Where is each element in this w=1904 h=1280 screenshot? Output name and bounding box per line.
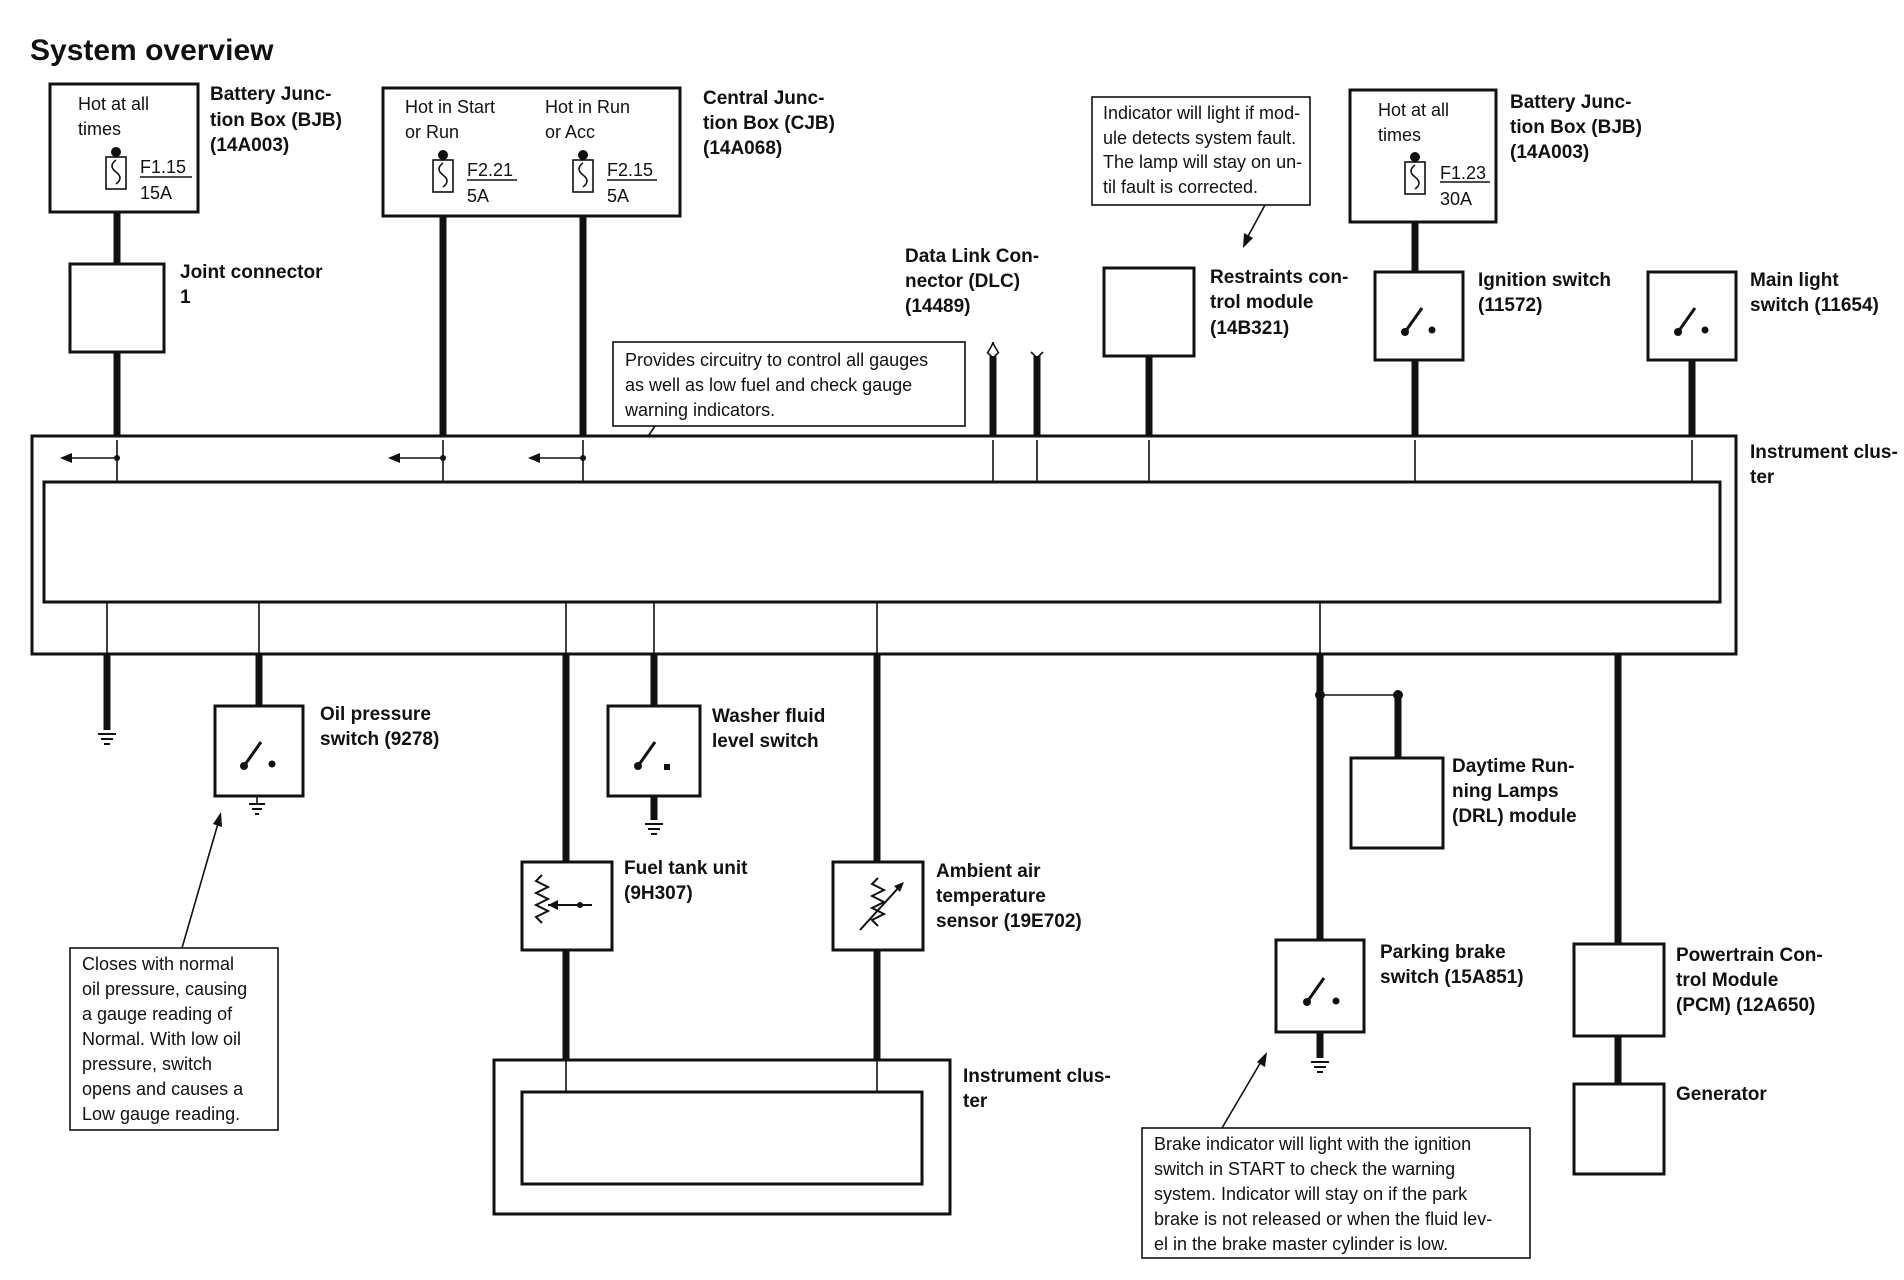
- battery-junction-box-left: Hot at all times F1.15 15A: [48, 82, 200, 214]
- fuse-f2-21-id: F2.21: [467, 160, 513, 180]
- variable-resistor-icon: [533, 874, 592, 924]
- brake-note-text: Brake indicator will light with the igni…: [1154, 1134, 1497, 1254]
- arrow-icon: [1221, 1052, 1267, 1129]
- brake-note-box: [1141, 1127, 1531, 1259]
- oil-note-text: Closes with normal oil pressure, causing…: [82, 954, 252, 1124]
- fuse-f2-15-amp: 5A: [607, 186, 629, 206]
- joint-connector-label: Joint connector 1: [180, 262, 328, 308]
- fuse-icon: [1404, 152, 1426, 195]
- instrument-cluster-lower-label: Instrument clus- ter: [963, 1066, 1116, 1112]
- fuse-icon: [105, 147, 127, 190]
- bjb-left-label: Battery Junc- tion Box (BJB) (14A003): [210, 84, 347, 156]
- ground-icon: [1311, 1032, 1329, 1073]
- arrow-icon: [181, 812, 222, 949]
- bjb-right-label: Battery Junc- tion Box (BJB) (14A003): [1510, 92, 1647, 163]
- drl-branch: [1315, 690, 1403, 758]
- fuse-f1-15-id: F1.15: [140, 157, 186, 177]
- ground-icon: [249, 796, 265, 815]
- page-title: System overview: [30, 34, 274, 67]
- svg-text:or Run: or Run: [405, 122, 459, 142]
- ambient-air-label: Ambient air temperature sensor (19E702): [936, 861, 1082, 932]
- battery-junction-box-right: Hot at all times F1.23 30A: [1348, 88, 1498, 224]
- switch-icon: [1401, 307, 1436, 336]
- arrow-icon: [1243, 204, 1266, 248]
- pcm-label: Powertrain Con- trol Module (PCM) (12A65…: [1676, 945, 1828, 1016]
- dlc-label: Data Link Con- nector (DLC) (14489): [905, 246, 1044, 317]
- central-junction-box: Hot in Start or Run Hot in Run or Acc F2…: [381, 86, 682, 218]
- main-light-label: Main light switch (11654): [1750, 270, 1879, 316]
- ground-icon: [645, 796, 663, 835]
- svg-text:Hot at all: Hot at all: [1378, 100, 1449, 120]
- fuse-icon: [432, 150, 454, 193]
- ignition-switch-box: [1373, 270, 1465, 362]
- dlc-connector-icon: [986, 341, 1044, 440]
- washer-fluid-label: Washer fluid level switch: [712, 706, 831, 752]
- switch-icon: [240, 741, 276, 770]
- cluster-input-lines: [116, 440, 1693, 482]
- pcm-box: [1572, 942, 1666, 1038]
- cluster-output-lines: [106, 602, 1321, 654]
- switch-icon: [1674, 307, 1709, 336]
- thermistor-icon: [859, 877, 904, 931]
- cluster-note-box: [612, 341, 966, 427]
- drl-label: Daytime Run- ning Lamps (DRL) module: [1452, 756, 1580, 827]
- fuel-tank-label: Fuel tank unit (9H307): [624, 858, 753, 904]
- restraints-label: Restraints con- trol module (14B321): [1210, 267, 1354, 339]
- ignition-label: Ignition switch (11572): [1478, 270, 1616, 316]
- svg-text:times: times: [1378, 125, 1421, 145]
- fuse-f1-23-amp: 30A: [1440, 189, 1472, 209]
- svg-text:Hot in Start: Hot in Start: [405, 97, 495, 117]
- fuse-f1-15-amp: 15A: [140, 183, 172, 203]
- cjb-label: Central Junc- tion Box (CJB) (14A068): [703, 88, 840, 159]
- restraints-note-text: Indicator will light if mod- ule detects…: [1103, 103, 1307, 197]
- instrument-cluster-lower-inner: [520, 1090, 924, 1186]
- drl-module-box: [1349, 756, 1445, 850]
- fuse-icon: [572, 150, 594, 193]
- oil-pressure-switch-box: [213, 704, 305, 798]
- oil-note-box: [69, 947, 279, 1131]
- svg-text:times: times: [78, 119, 121, 139]
- ground-icon: [98, 733, 116, 745]
- main-light-switch-box: [1646, 270, 1738, 362]
- fuse-f1-23-id: F1.23: [1440, 163, 1486, 183]
- washer-fluid-switch-box: [606, 704, 702, 798]
- switch-icon: [634, 741, 670, 770]
- joint-connector-box: [68, 262, 166, 354]
- restraints-note-box: [1091, 96, 1311, 206]
- svg-text:Hot in Run: Hot in Run: [545, 97, 630, 117]
- oil-pressure-label: Oil pressure switch (9278): [320, 704, 439, 750]
- arrow-icon: [528, 453, 586, 463]
- instrument-cluster-inner: [42, 480, 1722, 604]
- arrow-icon: [60, 453, 120, 463]
- cluster-note-text: Provides circuitry to control all gauges…: [624, 350, 933, 420]
- generator-box: [1572, 1082, 1666, 1176]
- svg-text:Hot at all: Hot at all: [78, 94, 149, 114]
- parking-brake-label: Parking brake switch (15A851): [1380, 942, 1524, 988]
- svg-text:or Acc: or Acc: [545, 122, 595, 142]
- instrument-cluster-label: Instrument clus- ter: [1750, 442, 1903, 488]
- switch-icon: [1303, 977, 1340, 1006]
- fuse-f2-21-amp: 5A: [467, 186, 489, 206]
- fuse-f2-15-id: F2.15: [607, 160, 653, 180]
- restraints-module-box: [1102, 266, 1196, 358]
- arrow-icon: [388, 453, 446, 463]
- generator-label: Generator: [1676, 1084, 1767, 1105]
